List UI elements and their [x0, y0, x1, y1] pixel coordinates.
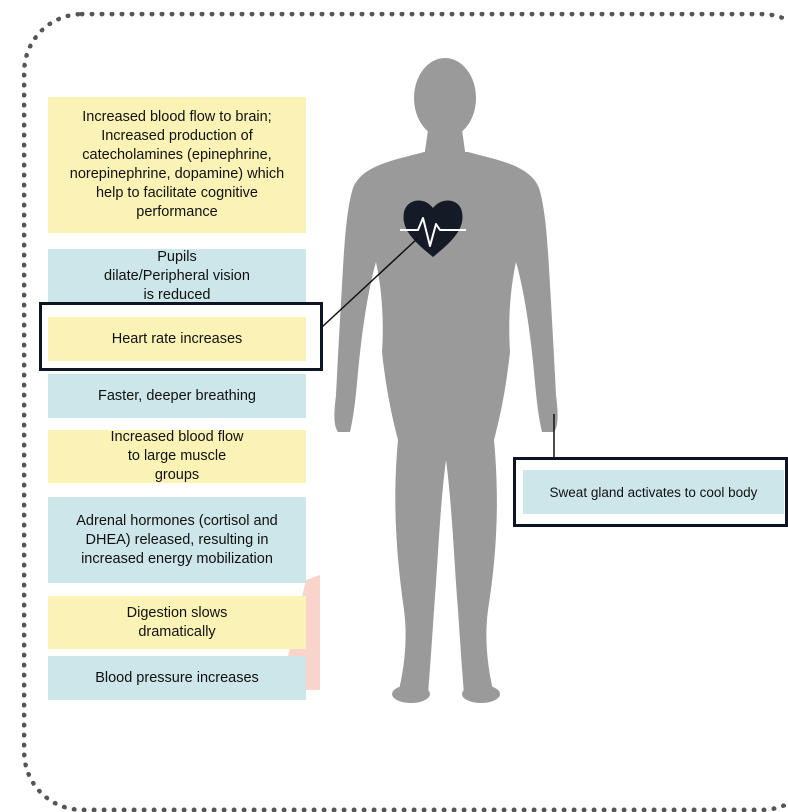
heart-highlight-frame: [39, 302, 323, 371]
adrenal-hormones-text: Adrenal hormones (cortisol and DHEA) rel…: [76, 512, 278, 567]
heart-rate-box: Heart rate increases: [48, 317, 306, 361]
adrenal-hormones-box: Adrenal hormones (cortisol and DHEA) rel…: [48, 497, 306, 583]
brain-effect-box: Increased blood flow to brain; Increased…: [48, 97, 306, 233]
breathing-text: Faster, deeper breathing: [98, 387, 256, 404]
blood-pressure-text: Blood pressure increases: [95, 669, 259, 686]
digestion-box: Digestion slows dramatically: [48, 596, 306, 649]
breathing-box: Faster, deeper breathing: [48, 374, 306, 418]
blood-pressure-box: Blood pressure increases: [48, 656, 306, 700]
muscle-blood-flow-box: Increased blood flow to large muscle gro…: [48, 429, 306, 483]
heart-rate-text: Heart rate increases: [111, 330, 243, 347]
digestion-text: Digestion slows dramatically: [126, 604, 228, 640]
pupils-effect-text: Pupils dilate/Peripheral vision is reduc…: [104, 248, 250, 303]
sweat-highlight-frame: [513, 457, 788, 527]
pupils-effect-box: Pupils dilate/Peripheral vision is reduc…: [48, 249, 306, 303]
muscle-blood-flow-text: Increased blood flow to large muscle gro…: [110, 429, 244, 483]
brain-effect-text: Increased blood flow to brain; Increased…: [69, 109, 285, 220]
sweat-gland-box: Sweat gland activates to cool body: [523, 470, 784, 514]
sweat-gland-text: Sweat gland activates to cool body: [549, 484, 758, 500]
